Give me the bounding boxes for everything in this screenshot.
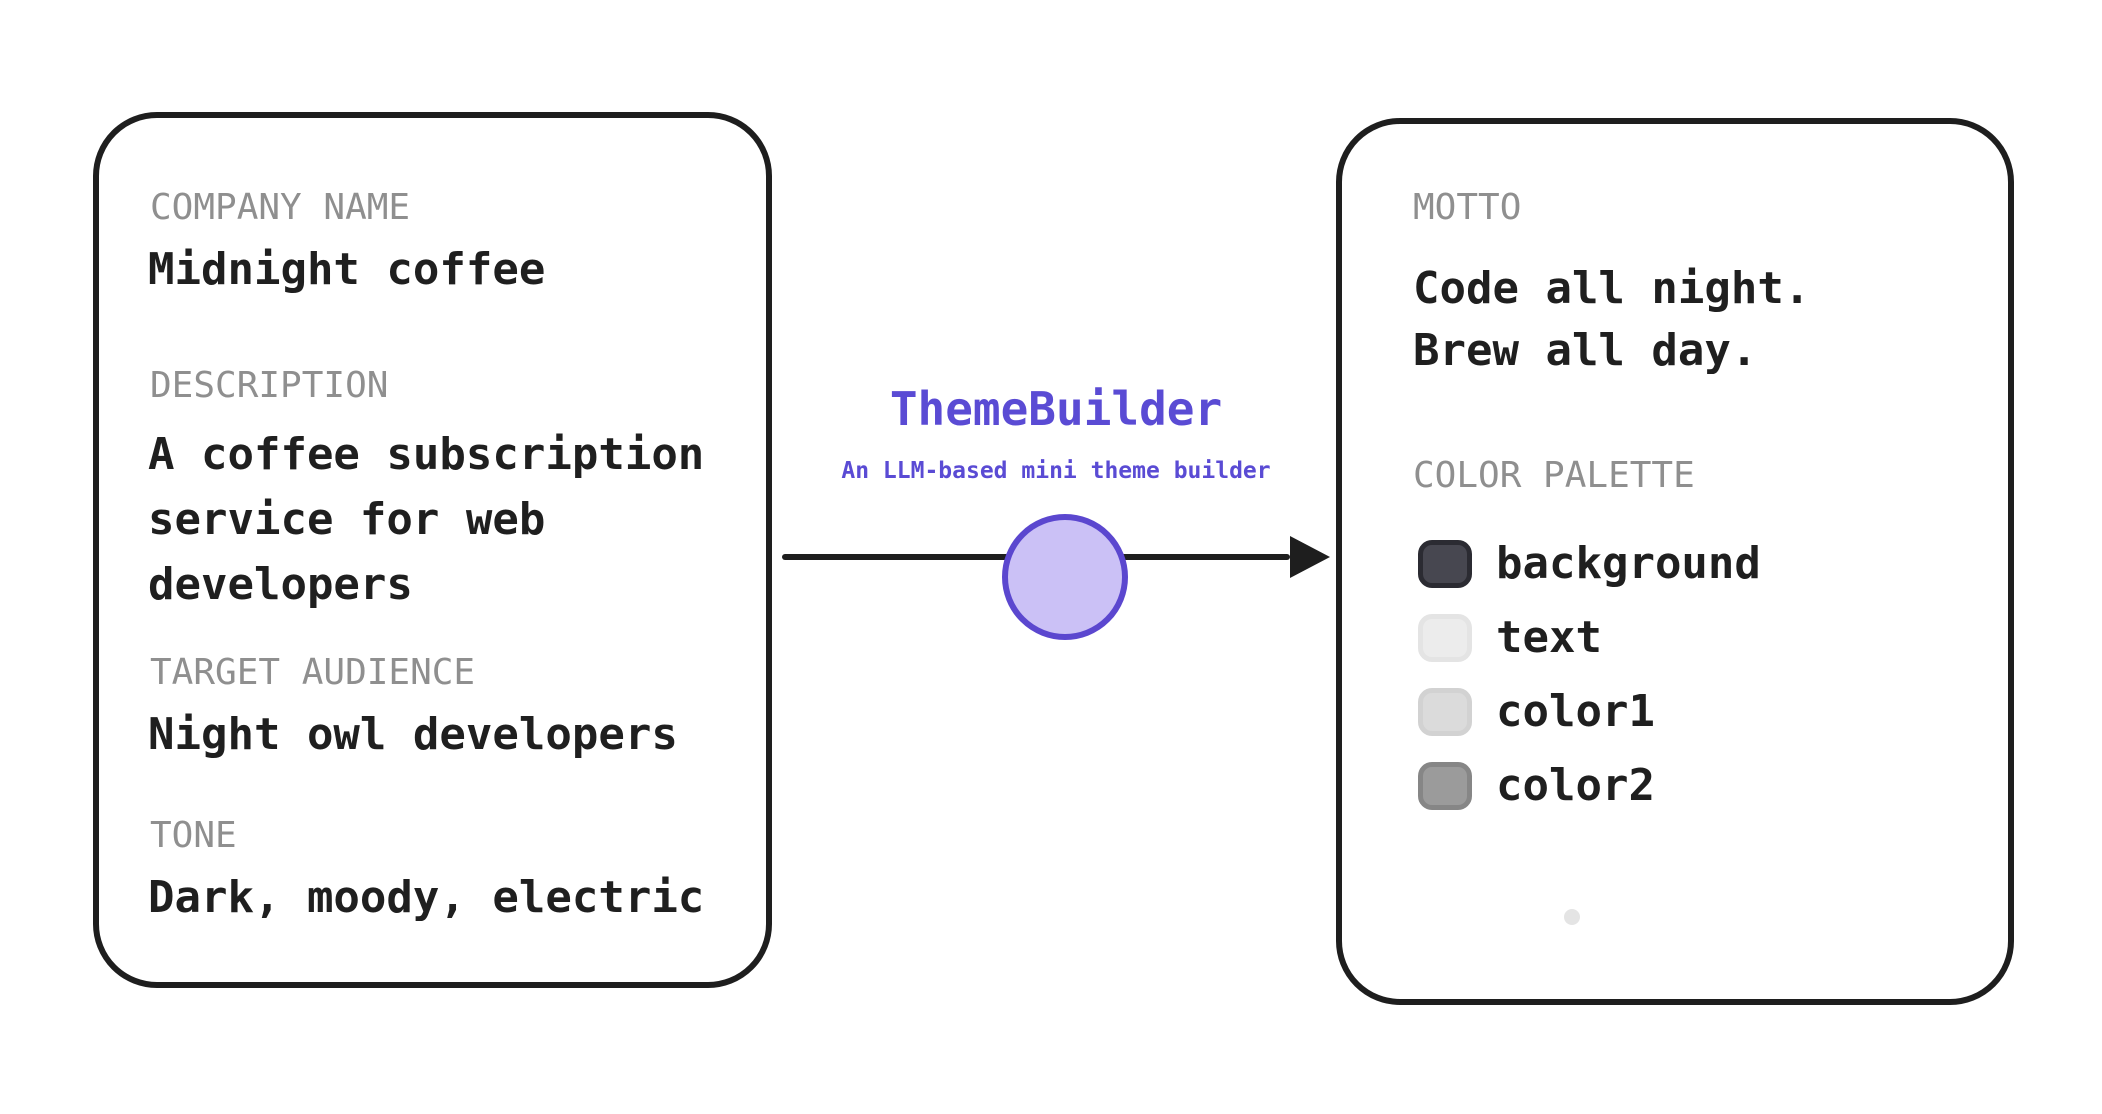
motto-value: Code all night. Brew all day.	[1413, 258, 1810, 382]
company-name-heading: COMPANY NAME	[150, 187, 411, 228]
motto-heading: MOTTO	[1413, 187, 1522, 228]
text-color-swatch	[1418, 614, 1472, 662]
target-audience-value: Night owl developers	[148, 709, 678, 760]
target-audience-heading: TARGET AUDIENCE	[150, 652, 476, 693]
color1-swatch	[1418, 688, 1472, 736]
tone-heading: TONE	[150, 815, 237, 856]
text-swatch-label: text	[1496, 612, 1602, 663]
palette-row-color2: color2	[1418, 749, 1761, 823]
color2-swatch-label: color2	[1496, 760, 1655, 811]
pipeline-title: ThemeBuilder	[889, 382, 1223, 436]
output-theme-card: MOTTO Code all night. Brew all day. COLO…	[1336, 118, 2014, 1005]
description-line: service for web	[148, 494, 546, 545]
motto-line: Code all night.	[1413, 263, 1811, 314]
pipeline-subtitle: An LLM-based mini theme builder	[841, 458, 1271, 484]
background-color-swatch	[1418, 540, 1472, 588]
input-brief-card: COMPANY NAME Midnight coffee DESCRIPTION…	[93, 112, 772, 988]
palette-row-text: text	[1418, 601, 1761, 675]
pipeline-node-circle	[1002, 514, 1128, 640]
background-swatch-label: background	[1496, 538, 1761, 589]
description-line: A coffee subscription	[148, 429, 705, 480]
flow-arrowhead-icon	[1290, 536, 1330, 578]
palette-row-color1: color1	[1418, 675, 1761, 749]
color2-swatch	[1418, 762, 1472, 810]
description-heading: DESCRIPTION	[150, 365, 389, 406]
description-line: developers	[148, 559, 413, 610]
color1-swatch-label: color1	[1496, 686, 1655, 737]
description-value: A coffee subscription service for web de…	[148, 422, 704, 617]
palette-row-background: background	[1418, 527, 1761, 601]
motto-line: Brew all day.	[1413, 325, 1758, 376]
company-name-value: Midnight coffee	[148, 244, 546, 295]
tone-value: Dark, moody, electric	[148, 872, 705, 923]
stray-dot	[1564, 909, 1580, 925]
color-palette-list: background text color1 color2	[1418, 527, 1761, 823]
color-palette-heading: COLOR PALETTE	[1413, 455, 1695, 496]
